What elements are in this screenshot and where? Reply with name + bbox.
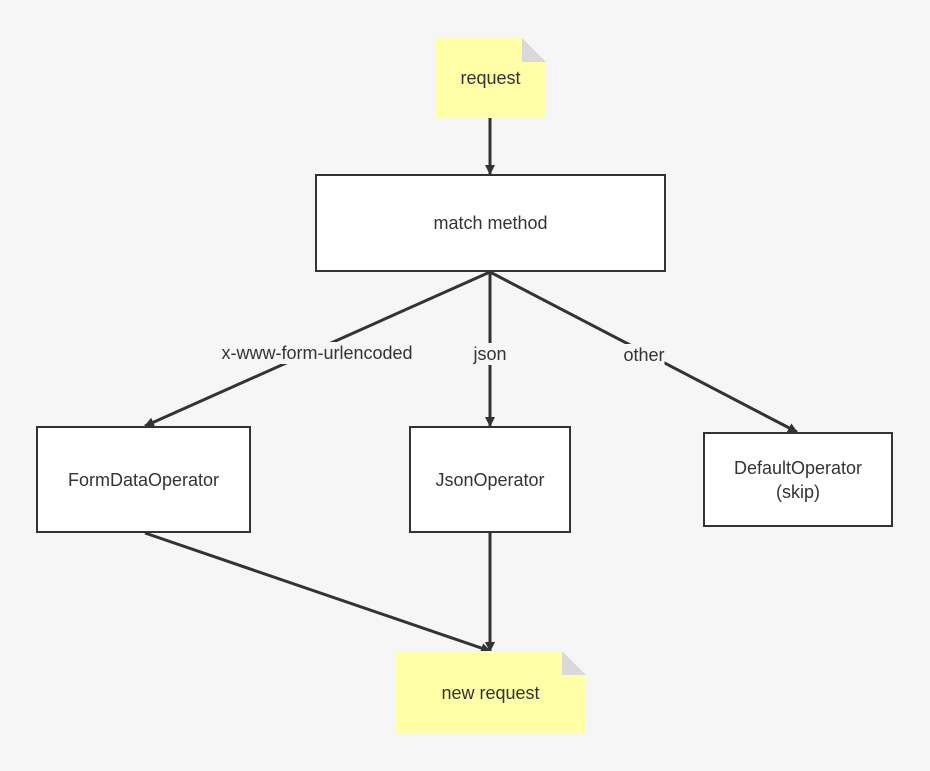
form-data-operator-label: FormDataOperator — [67, 469, 220, 490]
request-label: request — [460, 68, 521, 88]
json-operator-node: JsonOperator — [409, 426, 571, 533]
note-fold — [522, 38, 546, 62]
form-data-operator-node: FormDataOperator — [36, 426, 251, 533]
new-request-note: new request — [395, 651, 586, 734]
edge-label-form: x-www-form-urlencoded — [221, 342, 413, 364]
new-request-label: new request — [441, 682, 540, 703]
default-operator-label: DefaultOperator — [733, 457, 863, 478]
json-operator-label: JsonOperator — [435, 469, 545, 490]
default-operator-node: DefaultOperator (skip) — [703, 432, 893, 527]
note-fold — [562, 651, 586, 675]
edge-label-json: json — [473, 343, 507, 365]
request-note: request — [435, 38, 546, 118]
edge-label-other: other — [623, 344, 665, 366]
match-method-label: match method — [433, 213, 548, 233]
edge-form-to-new-request — [144, 531, 491, 653]
default-operator-sublabel: (skip) — [775, 481, 820, 502]
match-method-node: match method — [315, 174, 666, 272]
